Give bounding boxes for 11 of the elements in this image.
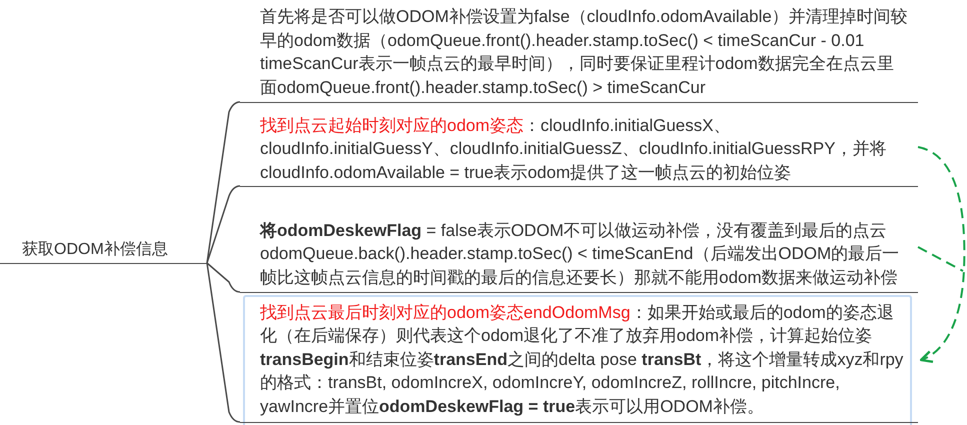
branch-line <box>206 185 240 264</box>
topic-text: 找到点云起始时刻对应的odom姿态：cloudInfo.initialGuessX、cloudInfo.initialGuessY、cloudInfo.initialGuessZ、cloudInfo.initialGuessRPY，并将cloudInfo.odomAvailable = true表示odom提供了这一帧点云的初始位姿 <box>260 114 888 184</box>
branch-line <box>206 262 240 423</box>
dashed-arrow <box>918 146 966 362</box>
central-topic-label: 获取ODOM补偿信息 <box>22 240 169 260</box>
dashed-line <box>918 246 964 272</box>
branch-line <box>206 101 240 264</box>
topic-text: 找到点云最后时刻对应的odom姿态endOdomMsg：如果开始或最后的odom的姿态退化（在后端保存）则代表这个odom退化了不准了放弃用odom补偿，计算起始位姿transBegin和结束位姿transEnd之间的delta pose transBt，将这个增量转成xyz和rpy的格式：transBt, odomIncreX, odomIncreY, odomIncreZ, rollIncre, pitchIncre, yawIncre并置位odomDeskewFlag = true表示可以用ODOM补偿。 <box>260 302 904 418</box>
branch-line <box>206 262 240 293</box>
topic-text: 将odomDeskewFlag = false表示ODOM不可以做运动补偿，没有覆盖到最后的点云odomQueue.back().header.stamp.toSec() < timeScanEnd（后端发出ODOM的最后一帧比这帧点云信息的时间戳的最后的信息还要长）那就不能用odom数据来做运动补偿 <box>260 220 900 288</box>
topic-text: 首先将是否可以做ODOM补偿设置为false（cloudInfo.odomAvailable）并清理掉时间较早的odom数据（odomQueue.front().header.stamp.toSec() < timeScanCur - 0.01 timeScanCur表示一帧点云的最早时间），同时要保证里程计odom数据完全在点云里面odomQueue.front().header.stamp.toSec() > timeScanCur <box>260 6 909 98</box>
